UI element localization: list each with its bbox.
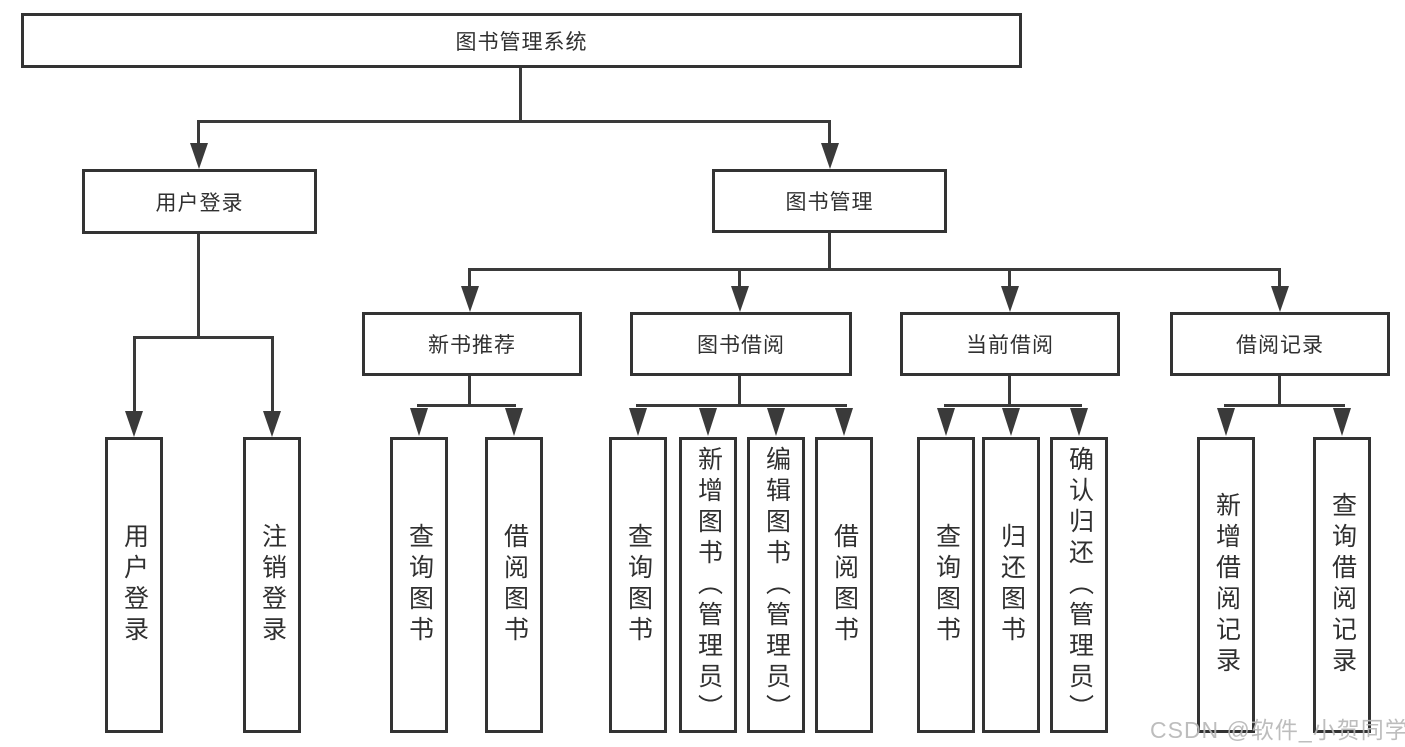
node-current-borrow: 当前借阅 [900,312,1120,376]
connector-nbr-rail [417,404,516,407]
arrow-down-icon [731,286,749,312]
leaf-logout-label: 注销登录 [258,523,287,647]
arrow-down-icon [125,411,143,437]
node-new-book-recommend: 新书推荐 [362,312,582,376]
leaf-br-query-record-label: 查询借阅记录 [1328,492,1357,678]
arrow-down-icon [835,408,853,436]
leaf-nbr-borrow-books-label: 借阅图书 [500,523,529,647]
arrow-down-icon [1070,408,1088,436]
leaf-br-add-record-label: 新增借阅记录 [1212,492,1241,678]
connector-user-login-drop [197,120,200,144]
connector-root-stem [519,68,522,121]
arrow-down-icon [1217,408,1235,436]
leaf-cb-confirm-return-admin-label: 确认归还（管理员） [1065,445,1094,725]
connector-level3-drop [738,270,741,286]
leaf-br-add-record: 新增借阅记录 [1197,437,1255,733]
arrow-down-icon [190,143,208,169]
arrow-down-icon [821,143,839,169]
connector-br-stem [1278,376,1281,406]
leaf-bb-edit-books-admin: 编辑图书（管理员） [747,437,805,733]
leaf-nbr-query-books: 查询图书 [390,437,448,733]
leaf-cb-query-books-label: 查询图书 [932,523,961,647]
node-book-borrow: 图书借阅 [630,312,852,376]
arrow-down-icon [461,286,479,312]
connector-user-login-rail [133,336,274,339]
leaf-br-query-record: 查询借阅记录 [1313,437,1371,733]
leaf-bb-query-books: 查询图书 [609,437,667,733]
connector-cb-stem [1008,376,1011,406]
node-root: 图书管理系统 [21,13,1022,68]
leaf-cb-return-books-label: 归还图书 [997,523,1026,647]
node-book-management: 图书管理 [712,169,947,233]
arrow-down-icon [699,408,717,436]
leaf-nbr-query-books-label: 查询图书 [405,523,434,647]
leaf-user-login: 用户登录 [105,437,163,733]
leaf-bb-borrow-books: 借阅图书 [815,437,873,733]
csdn-watermark: CSDN @软件_小贺同学 [1150,717,1405,743]
node-borrow-records: 借阅记录 [1170,312,1390,376]
node-user-login: 用户登录 [82,169,317,234]
leaf-bb-borrow-books-label: 借阅图书 [830,523,859,647]
connector-user-login-stem [197,234,200,338]
leaf-cb-query-books: 查询图书 [917,437,975,733]
arrow-down-icon [629,408,647,436]
leaf-bb-add-books-admin: 新增图书（管理员） [679,437,737,733]
arrow-down-icon [1002,408,1020,436]
connector-leaf-drop [271,338,274,411]
connector-level2-rail [197,120,831,123]
arrow-down-icon [263,411,281,437]
connector-book-mgmt-drop [828,120,831,144]
connector-br-rail [1224,404,1345,407]
connector-cb-rail [944,404,1082,407]
arrow-down-icon [767,408,785,436]
connector-book-mgmt-stem [828,232,831,270]
arrow-down-icon [1001,286,1019,312]
leaf-bb-edit-books-admin-label: 编辑图书（管理员） [762,445,791,725]
arrow-down-icon [937,408,955,436]
arrow-down-icon [1271,286,1289,312]
leaf-bb-query-books-label: 查询图书 [624,523,653,647]
connector-level3-rail [468,268,1281,271]
connector-bb-rail [636,404,847,407]
leaf-logout: 注销登录 [243,437,301,733]
leaf-cb-confirm-return-admin: 确认归还（管理员） [1050,437,1108,733]
leaf-bb-add-books-admin-label: 新增图书（管理员） [694,445,723,725]
connector-leaf-drop [133,338,136,411]
connector-level3-drop [468,270,471,286]
arrow-down-icon [410,408,428,436]
connector-level3-drop [1008,270,1011,286]
arrow-down-icon [1333,408,1351,436]
leaf-nbr-borrow-books: 借阅图书 [485,437,543,733]
connector-nbr-stem [468,376,471,406]
arrow-down-icon [505,408,523,436]
leaf-cb-return-books: 归还图书 [982,437,1040,733]
connector-level3-drop [1278,270,1281,286]
connector-bb-stem [738,376,741,406]
leaf-user-login-label: 用户登录 [120,523,149,647]
